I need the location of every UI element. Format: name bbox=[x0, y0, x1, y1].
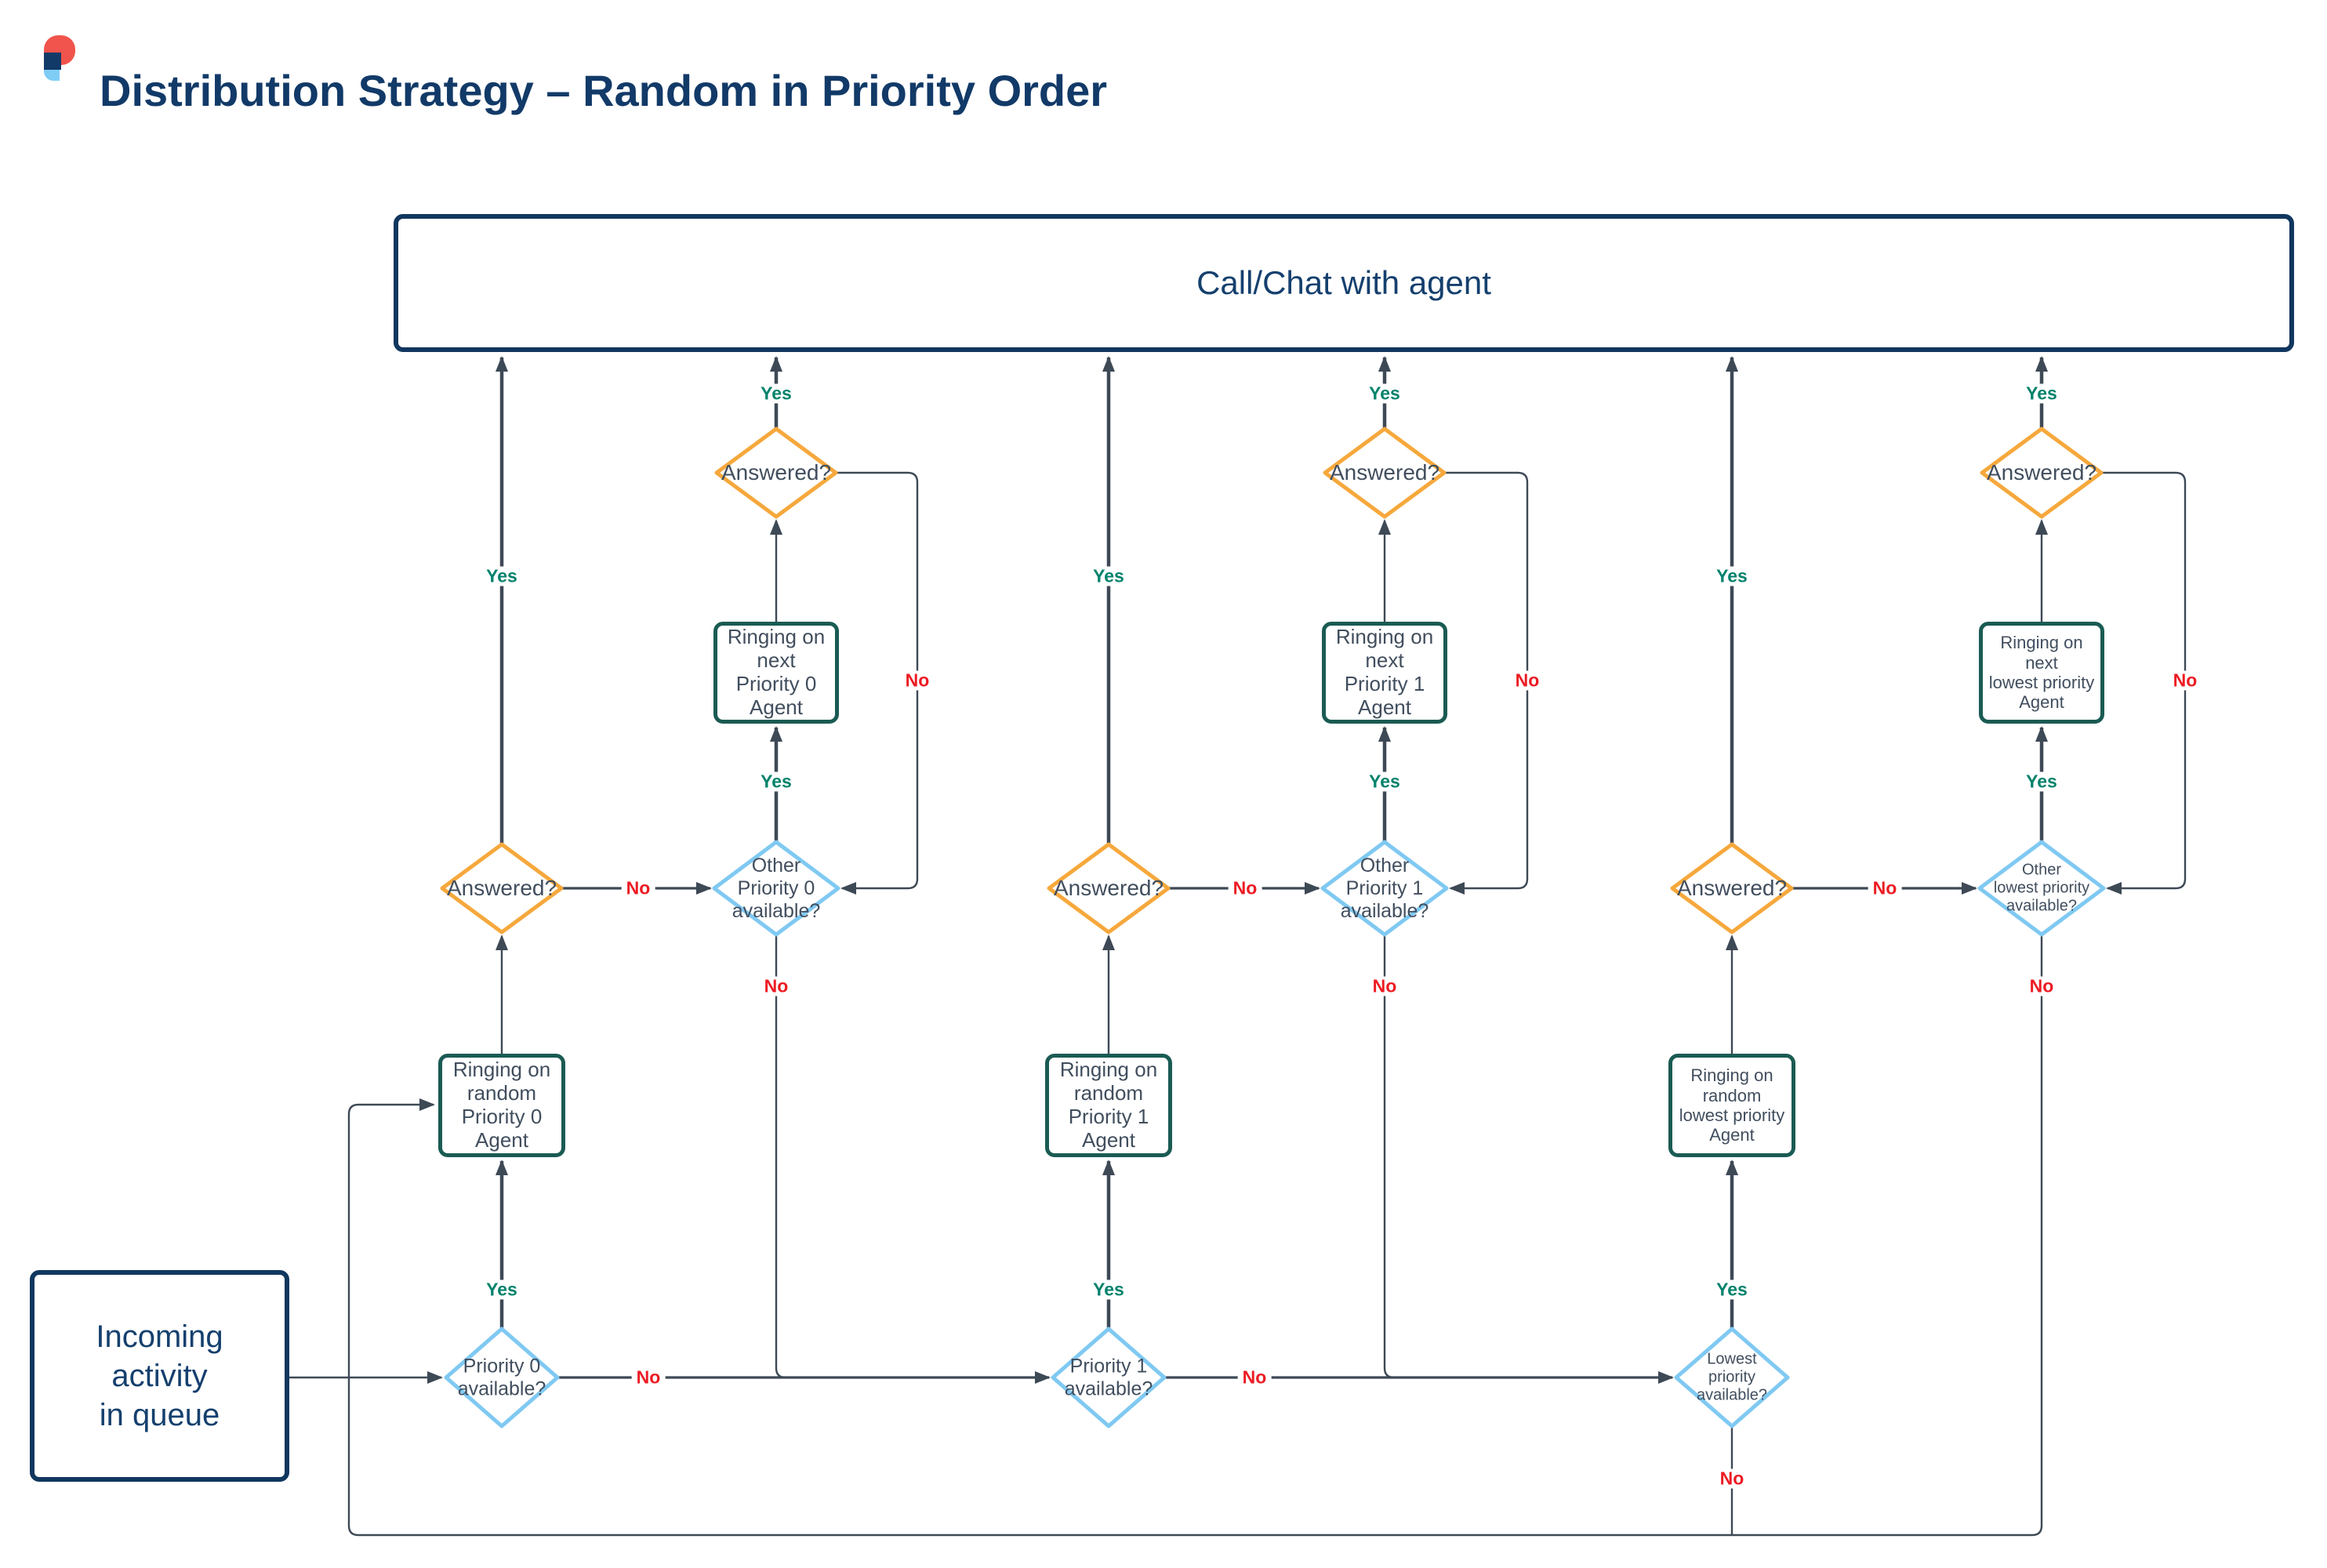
yes-label: Yes bbox=[1364, 771, 1405, 792]
yes-label: Yes bbox=[756, 771, 797, 792]
decision-answered-second-shape bbox=[1323, 426, 1447, 519]
node-ringing-random-p0: Ringing on random Priority 0 Agent bbox=[438, 1054, 565, 1157]
page-title: Distribution Strategy – Random in Priori… bbox=[100, 66, 1108, 115]
no-label: No bbox=[1237, 1367, 1272, 1388]
decision-answered-first-shape bbox=[440, 842, 564, 935]
decision-other-available-lowest: Other lowest priority available? bbox=[1993, 861, 2090, 915]
no-label: No bbox=[631, 1367, 666, 1388]
no-label: No bbox=[759, 976, 793, 996]
decision-other-available-shape bbox=[1320, 840, 1449, 937]
node-ringing-random-lowest: Ringing on random lowest priority Agent bbox=[1668, 1054, 1795, 1157]
no-label: No bbox=[621, 878, 655, 898]
node-ringing-next-p1: Ringing on next Priority 1 Agent bbox=[1322, 622, 1447, 724]
decision-answered-first-p1: Answered? bbox=[1053, 875, 1164, 900]
yes-label: Yes bbox=[1712, 566, 1752, 586]
decision-answered-second-p0: Answered? bbox=[721, 459, 832, 485]
no-label: No bbox=[2024, 976, 2059, 996]
no-label: No bbox=[1510, 670, 1545, 691]
decision-other-available-p0: Other Priority 0 available? bbox=[731, 854, 821, 922]
decision-other-available-p1: Other Priority 1 available? bbox=[1340, 854, 1429, 922]
node-incoming-activity: Incoming activity in queue bbox=[30, 1270, 289, 1482]
no-label: No bbox=[1715, 1468, 1749, 1489]
decision-other-available-shape bbox=[712, 840, 840, 937]
decision-priority-available-p0: Priority 0 available? bbox=[457, 1355, 546, 1399]
no-label: No bbox=[2168, 670, 2202, 691]
yes-label: Yes bbox=[2021, 771, 2062, 792]
decision-answered-first-shape bbox=[1670, 842, 1794, 935]
yes-label: Yes bbox=[481, 566, 522, 586]
decision-answered-first-lowest: Answered? bbox=[1676, 875, 1788, 900]
no-label: No bbox=[1367, 976, 1402, 996]
yes-label: Yes bbox=[1712, 1279, 1752, 1300]
node-ringing-next-p0: Ringing on next Priority 0 Agent bbox=[713, 622, 839, 724]
yes-label: Yes bbox=[2021, 383, 2062, 404]
yes-label: Yes bbox=[756, 383, 797, 404]
yes-label: Yes bbox=[481, 1279, 522, 1300]
node-call-chat-with-agent: Call/Chat with agent bbox=[394, 214, 2294, 352]
decision-answered-first-p0: Answered? bbox=[446, 875, 557, 900]
decision-answered-first-shape bbox=[1047, 842, 1171, 935]
logo-navy-shape bbox=[44, 53, 61, 70]
decision-priority-available-shape bbox=[444, 1327, 560, 1428]
no-label: No bbox=[1868, 878, 1902, 898]
decision-priority-available-p1: Priority 1 available? bbox=[1064, 1355, 1153, 1399]
yes-label: Yes bbox=[1088, 566, 1129, 586]
yes-label: Yes bbox=[1088, 1279, 1129, 1300]
no-label: No bbox=[1228, 878, 1262, 898]
decision-answered-second-shape bbox=[714, 426, 838, 519]
decision-answered-second-lowest: Answered? bbox=[1986, 459, 2097, 485]
yes-label: Yes bbox=[1364, 383, 1405, 404]
decision-answered-second-shape bbox=[1980, 426, 2104, 519]
decision-priority-available-shape bbox=[1051, 1327, 1167, 1428]
no-label: No bbox=[900, 670, 935, 691]
decision-other-available-shape bbox=[1977, 840, 2106, 937]
decision-priority-available-lowest: Lowest priority available? bbox=[1696, 1350, 1768, 1404]
decision-answered-second-p1: Answered? bbox=[1329, 459, 1440, 485]
node-ringing-next-lowest: Ringing on next lowest priority Agent bbox=[1979, 622, 2104, 724]
node-ringing-random-p1: Ringing on random Priority 1 Agent bbox=[1045, 1054, 1172, 1157]
decision-priority-available-shape bbox=[1674, 1327, 1790, 1428]
logo-blue-shape bbox=[44, 70, 60, 81]
